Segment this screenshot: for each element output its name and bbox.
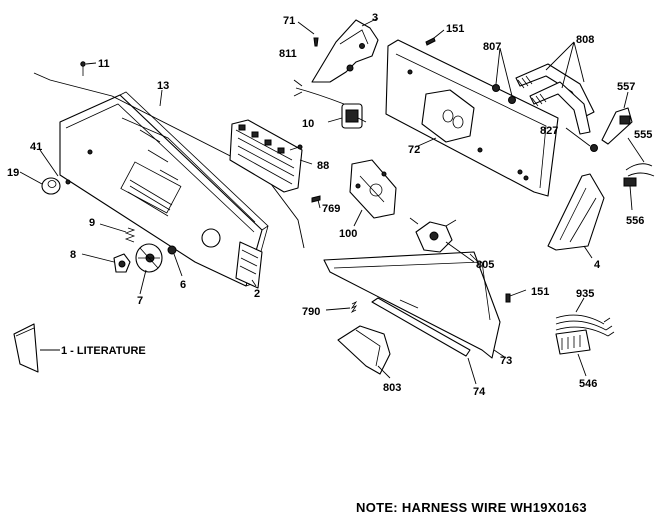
clip-41 [65, 179, 71, 185]
label-73: 73 [500, 355, 512, 367]
label-811: 811 [279, 48, 297, 60]
label-41: 41 [30, 141, 42, 153]
label-10: 10 [302, 118, 314, 130]
label-11: 11 [98, 58, 110, 70]
label-151-rail: 151 [531, 286, 549, 298]
harness-935 [555, 314, 615, 337]
label-1-literature: 1 - LITERATURE [61, 345, 146, 357]
sensor-556 [623, 177, 637, 187]
valve-557 [601, 107, 633, 145]
clip-790 [350, 300, 358, 314]
label-13: 13 [157, 80, 169, 92]
connector-546 [555, 329, 591, 355]
label-557: 557 [617, 81, 635, 93]
label-6: 6 [180, 279, 186, 291]
wire-555 [625, 163, 655, 177]
label-2: 2 [254, 288, 260, 300]
screw-151-top [425, 37, 436, 46]
knob-assembly-7 [135, 243, 163, 273]
bracket-803 [337, 325, 391, 375]
label-74: 74 [473, 386, 486, 398]
hoses-808 [515, 63, 595, 135]
wire-811 [295, 87, 345, 105]
endcap-4 [547, 173, 605, 251]
label-100: 100 [339, 228, 357, 240]
spring-9 [124, 227, 136, 243]
label-8: 8 [70, 249, 76, 261]
washer-827 [590, 144, 598, 152]
part-labels: 1 - LITERATURE 2 3 4 6 7 8 9 10 11 13 19… [7, 12, 652, 398]
literature-1 [13, 323, 39, 373]
screw-11 [80, 61, 86, 76]
timer-100 [349, 159, 397, 219]
label-546: 546 [579, 378, 597, 390]
backsplash-72 [385, 39, 559, 197]
knob-8 [113, 253, 131, 273]
leader-lines [19, 17, 645, 385]
label-88: 88 [317, 160, 329, 172]
label-805: 805 [476, 259, 494, 271]
screw-769 [311, 195, 321, 203]
actuator-805 [409, 217, 457, 253]
label-803: 803 [383, 382, 401, 394]
washer-807 [492, 84, 516, 104]
bracket-3 [311, 19, 379, 83]
label-9: 9 [89, 217, 95, 229]
label-807: 807 [483, 41, 501, 53]
label-151-top: 151 [446, 23, 464, 35]
circuit-board-88 [229, 119, 303, 193]
screw-71 [313, 37, 319, 47]
label-790: 790 [302, 306, 320, 318]
control-panel-13 [59, 91, 269, 287]
label-769: 769 [322, 203, 340, 215]
label-935: 935 [576, 288, 594, 300]
screw-151-rail [505, 293, 511, 303]
harness-note: NOTE: HARNESS WIRE WH19X0163 [356, 500, 587, 515]
label-3: 3 [372, 12, 378, 24]
label-72: 72 [408, 144, 420, 156]
label-808: 808 [576, 34, 594, 46]
label-71: 71 [283, 15, 295, 27]
bracket-2 [235, 241, 263, 289]
label-556: 556 [626, 215, 644, 227]
label-555: 555 [634, 129, 652, 141]
clip-6 [167, 245, 177, 255]
label-827: 827 [540, 125, 558, 137]
knob-19 [41, 177, 71, 195]
trim-74 [371, 297, 471, 357]
label-4: 4 [594, 259, 601, 271]
label-7: 7 [137, 295, 143, 307]
label-19: 19 [7, 167, 19, 179]
switch-10 [341, 103, 367, 129]
